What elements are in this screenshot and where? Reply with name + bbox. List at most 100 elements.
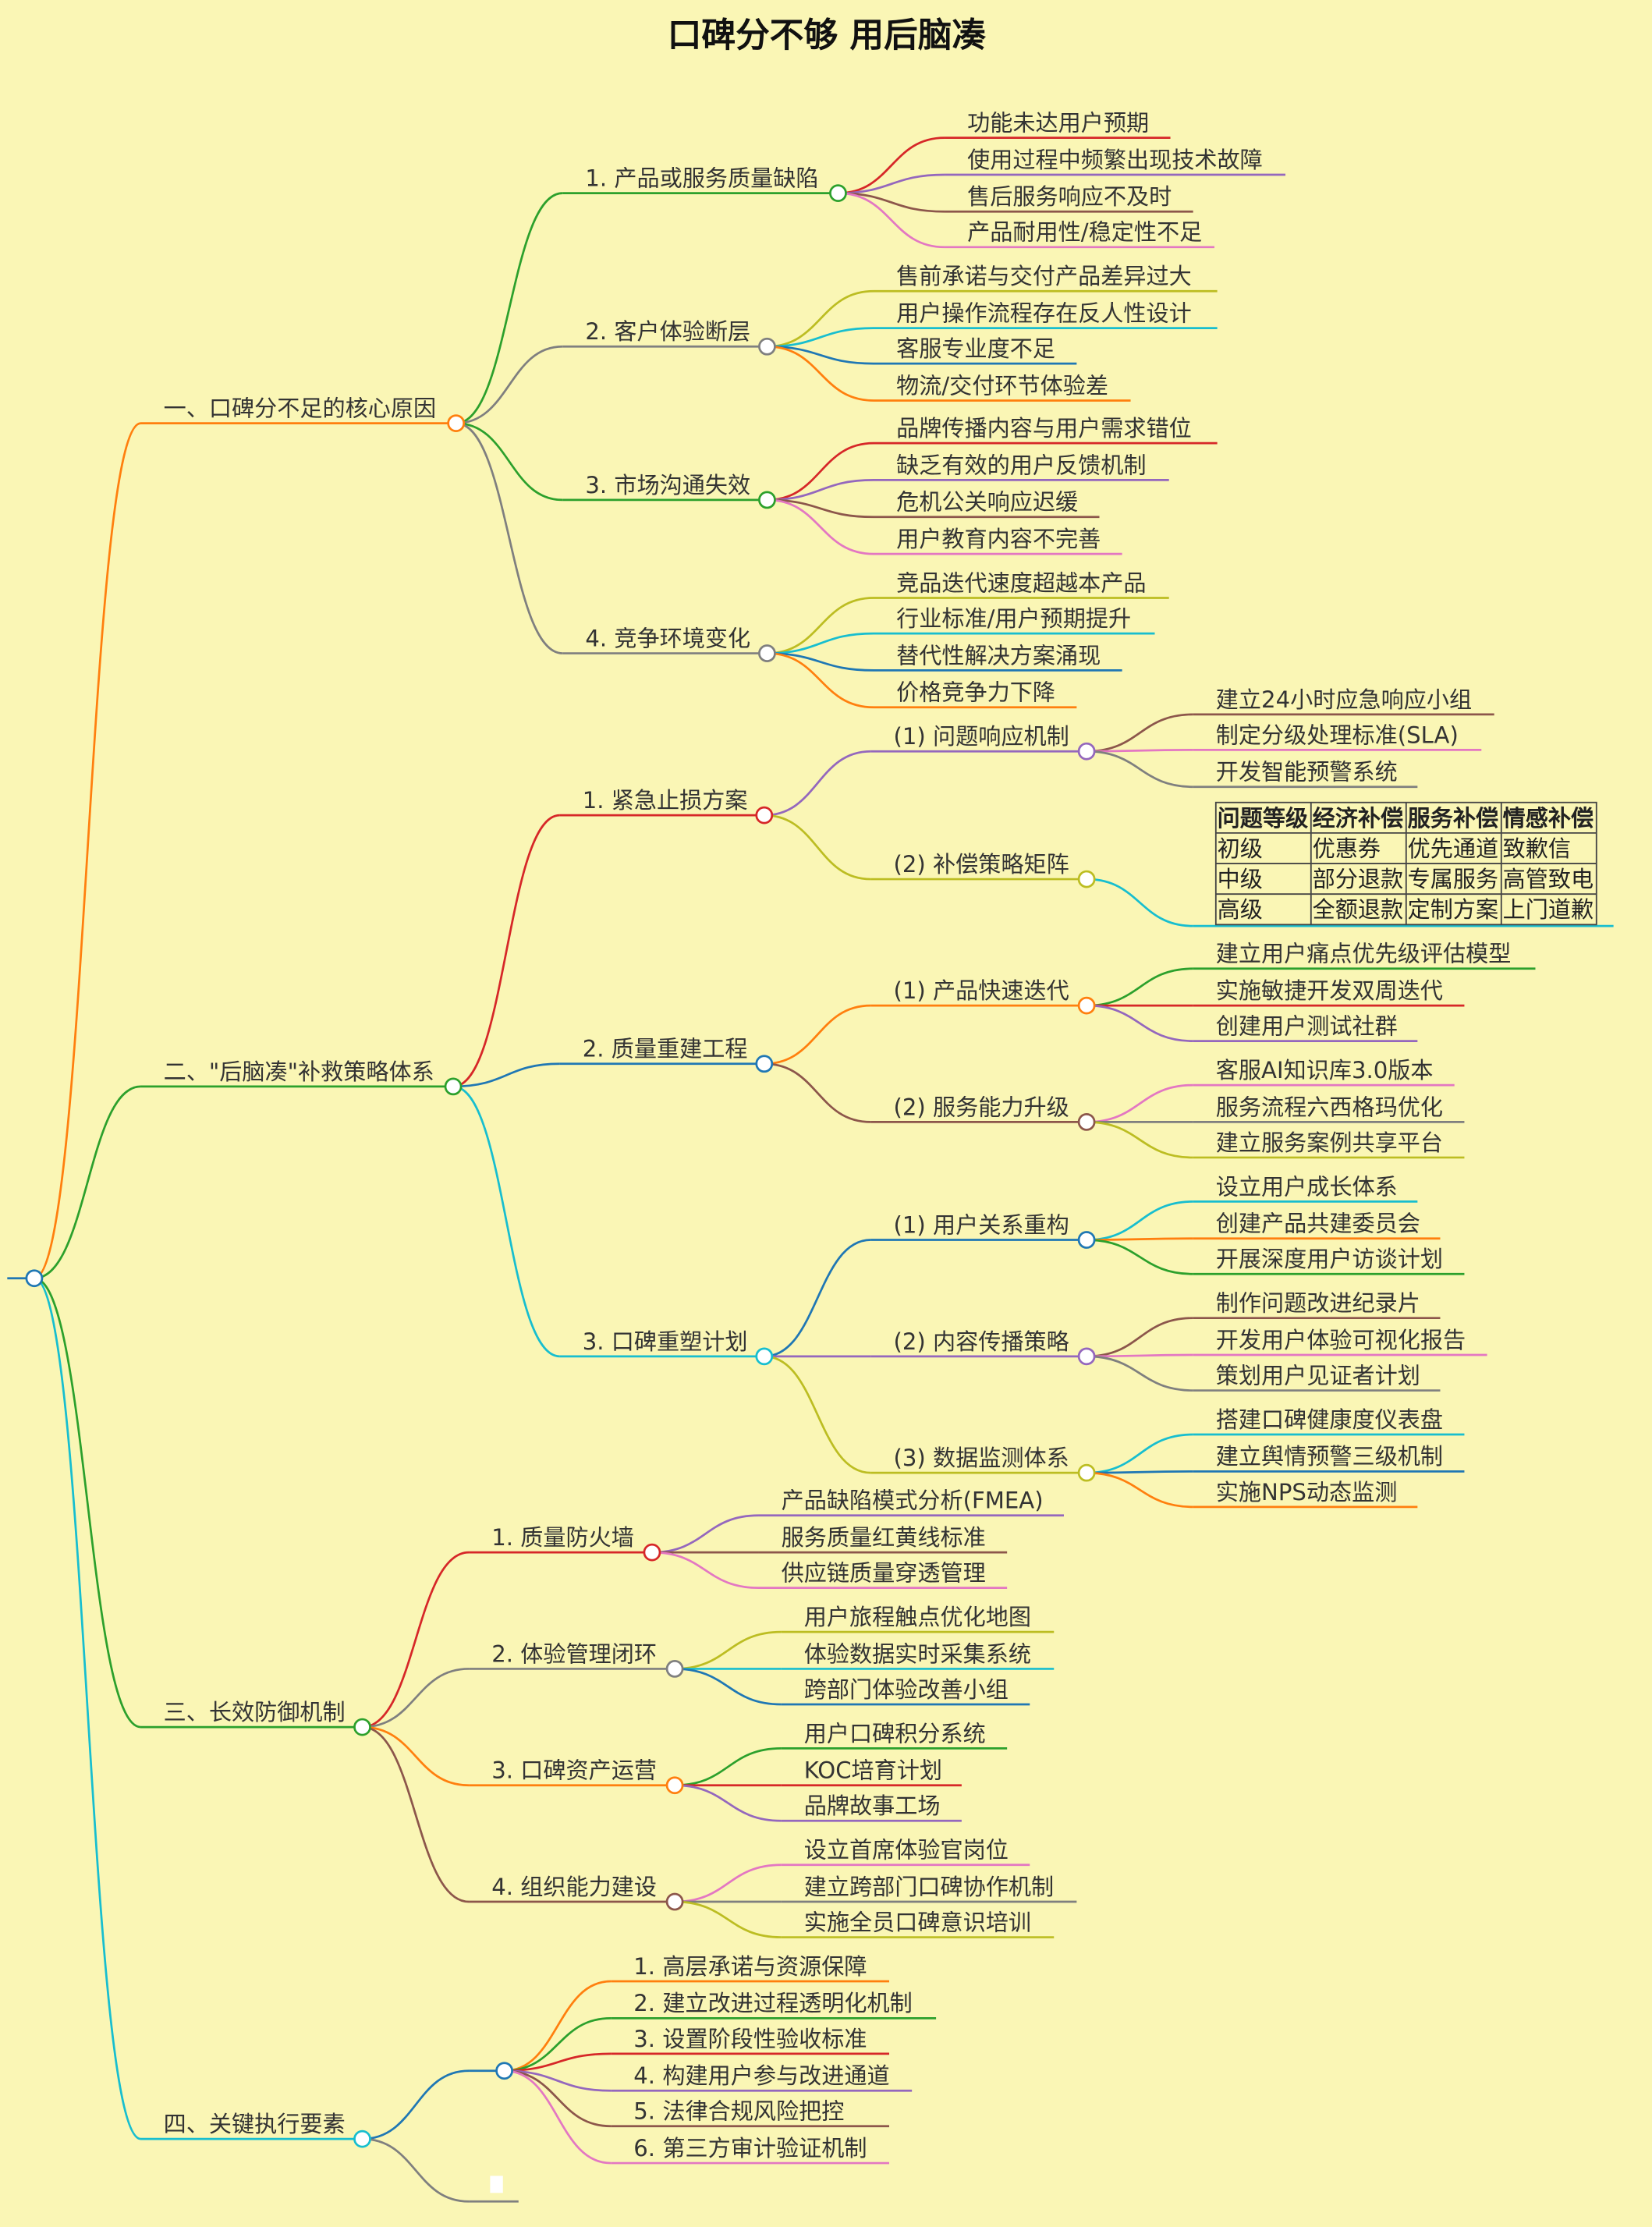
leaf-node-label: 售前承诺与交付产品差异过大	[896, 263, 1192, 289]
leaf-node-label: 危机公关响应迟缓	[896, 489, 1078, 516]
leaf-node-label: 4. 构建用户参与改进通道	[633, 2062, 889, 2089]
branch-edge	[1087, 967, 1193, 1007]
node-toggle-circle[interactable]	[755, 1347, 774, 1366]
branch-edge	[1087, 1471, 1193, 1509]
branch-edge	[767, 441, 874, 502]
root-node-circle[interactable]	[25, 1269, 44, 1288]
leaf-node-label: 体验数据实时采集系统	[804, 1640, 1031, 1667]
node-toggle-circle[interactable]	[755, 1055, 774, 1073]
branch-edge	[1087, 1083, 1193, 1123]
leaf-node-label: 实施敏捷开发双周迭代	[1216, 977, 1443, 1004]
node-toggle-circle[interactable]	[643, 1543, 661, 1562]
leaf-node-label: 制定分级处理标准(SLA)	[1216, 722, 1459, 748]
node-toggle-circle[interactable]	[1077, 870, 1096, 888]
level-1-node-label: 二、"后脑凑"补救策略体系	[164, 1059, 434, 1085]
branch-edge	[1087, 878, 1193, 927]
node-toggle-circle[interactable]	[1077, 1347, 1096, 1366]
node-toggle-circle[interactable]	[1077, 1463, 1096, 1482]
branch-edge	[452, 814, 560, 1088]
leaf-node-label: 产品缺陷模式分析(FMEA)	[782, 1488, 1044, 1514]
mindmap-edges	[7, 137, 1614, 2203]
level-3-node-label: (2) 内容传播策略	[893, 1328, 1069, 1355]
leaf-node-label: 设立用户成长体系	[1216, 1173, 1398, 1200]
leaf-node-label: 竞品迭代速度超越本产品	[896, 569, 1146, 596]
compensation-matrix-table: 问题等级经济补偿服务补偿情感补偿初级优惠券优先通道致歉信中级部分退款专属服务高管…	[1214, 801, 1597, 926]
branch-edge	[456, 345, 563, 424]
leaf-node-label: 服务质量红黄线标准	[782, 1524, 986, 1551]
level-1-node-label: 四、关键执行要素	[164, 2111, 346, 2137]
leaf-node-label: 创建产品共建委员会	[1216, 1211, 1420, 1237]
table-cell: 专属服务	[1408, 866, 1498, 892]
table-cell: 上门道歉	[1503, 896, 1594, 923]
node-toggle-circle[interactable]	[353, 2129, 371, 2148]
branch-edge	[504, 2069, 612, 2165]
level-3-node-label: (2) 服务能力升级	[893, 1094, 1069, 1120]
branch-edge	[767, 479, 874, 502]
leaf-node-label: 客服专业度不足	[896, 335, 1055, 362]
level-2-node-label: 1. 质量防火墙	[491, 1524, 634, 1551]
leaf-node-label: 品牌传播内容与用户需求错位	[896, 415, 1192, 441]
node-toggle-circle[interactable]	[758, 644, 776, 662]
level-2-node-label: 1. 紧急止损方案	[583, 787, 748, 814]
leaf-node-label: 跨部门体验改善小组	[804, 1676, 1009, 1703]
branch-edge	[675, 1668, 782, 1706]
node-toggle-circle[interactable]	[755, 806, 774, 824]
node-toggle-circle[interactable]	[1077, 1231, 1096, 1249]
branch-edge	[764, 750, 871, 817]
branch-edge	[362, 1725, 470, 1903]
leaf-node-label: 策划用户见证者计划	[1216, 1362, 1420, 1388]
leaf-node-label: 建立舆情预警三级机制	[1216, 1443, 1443, 1470]
table-header-cell: 问题等级	[1218, 805, 1309, 832]
leaf-node-label: 替代性解决方案涌现	[896, 642, 1101, 668]
branch-edge	[1087, 1470, 1193, 1474]
branch-edge	[362, 2137, 470, 2203]
empty-node-placeholder	[490, 2176, 503, 2193]
branch-edge	[767, 652, 874, 672]
leaf-node-label: 建立跨部门口碑协作机制	[804, 1874, 1054, 1900]
branch-edge	[504, 2016, 612, 2073]
node-toggle-circle[interactable]	[758, 491, 776, 509]
leaf-node-label: 开展深度用户访谈计划	[1216, 1246, 1443, 1272]
table-cell: 初级	[1218, 835, 1263, 862]
branch-edge	[1087, 1433, 1193, 1474]
node-toggle-circle[interactable]	[665, 1660, 684, 1678]
leaf-node-label: 用户口碑积分系统	[804, 1720, 986, 1746]
node-toggle-circle[interactable]	[353, 1718, 371, 1736]
node-toggle-circle[interactable]	[1077, 742, 1096, 761]
leaf-node-label: 使用过程中频繁出现技术故障	[967, 147, 1263, 173]
leaf-node-label: 开发智能预警系统	[1216, 759, 1398, 785]
node-toggle-circle[interactable]	[444, 1077, 463, 1096]
table-cell: 全额退款	[1313, 896, 1404, 923]
node-toggle-circle[interactable]	[665, 1776, 684, 1795]
branch-edge	[764, 814, 871, 881]
leaf-node-label: 搭建口碑健康度仪表盘	[1216, 1406, 1443, 1433]
branch-edge	[34, 1277, 141, 2140]
leaf-node-label: 5. 法律合规风险把控	[633, 2098, 844, 2125]
node-toggle-circle[interactable]	[665, 1892, 684, 1911]
branch-edge	[838, 173, 945, 194]
leaf-node-label: 产品耐用性/稳定性不足	[967, 219, 1202, 246]
branch-edge	[675, 1630, 782, 1670]
node-toggle-circle[interactable]	[1077, 996, 1096, 1015]
node-toggle-circle[interactable]	[758, 337, 776, 356]
level-2-node-label: 4. 组织能力建设	[491, 1874, 657, 1900]
table-cell: 高级	[1218, 896, 1263, 923]
leaf-node-label: 1. 高层承诺与资源保障	[633, 1953, 867, 1980]
leaf-node-label: 供应链质量穿透管理	[782, 1560, 986, 1587]
branch-edge	[453, 1062, 560, 1088]
node-toggle-circle[interactable]	[495, 2062, 513, 2080]
node-toggle-circle[interactable]	[1077, 1113, 1096, 1131]
node-toggle-circle[interactable]	[829, 184, 847, 203]
leaf-node-label: KOC培育计划	[804, 1757, 942, 1784]
branch-edge	[675, 1900, 782, 1938]
table-cell: 致歉信	[1503, 835, 1571, 862]
branch-edge	[767, 345, 874, 365]
level-2-node-label: 3. 口碑重塑计划	[583, 1328, 748, 1355]
branch-edge	[838, 192, 945, 213]
node-toggle-circle[interactable]	[447, 414, 466, 432]
leaf-node-label: 开发用户体验可视化报告	[1216, 1327, 1466, 1353]
leaf-node-label: 设立首席体验官岗位	[804, 1837, 1009, 1864]
branch-edge	[767, 498, 874, 555]
leaf-node-label: 功能未达用户预期	[967, 110, 1149, 137]
